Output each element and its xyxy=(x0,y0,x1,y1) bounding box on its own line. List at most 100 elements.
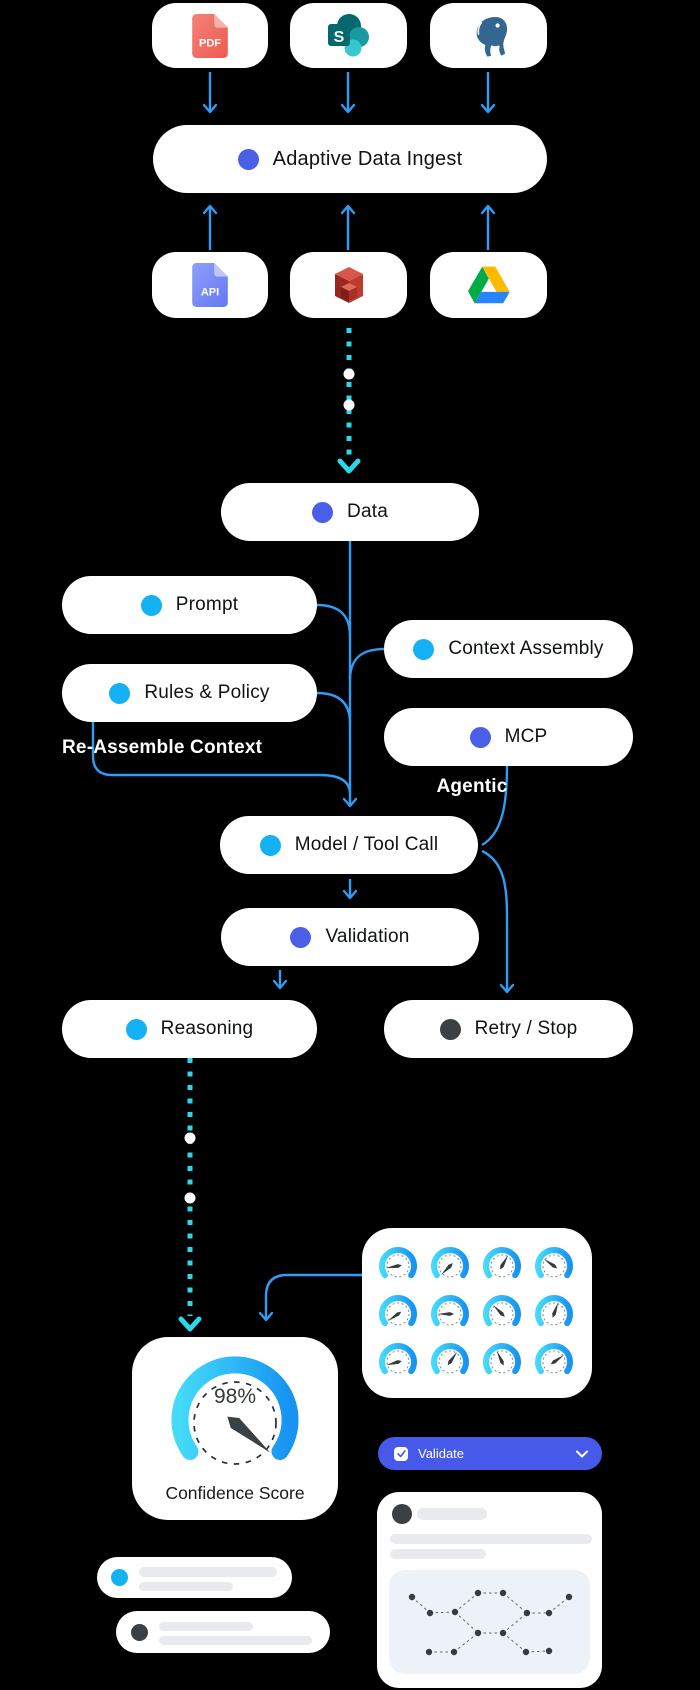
node-label: Adaptive Data Ingest xyxy=(272,147,463,170)
source-card-redshift xyxy=(290,252,407,318)
svg-text:S: S xyxy=(333,29,344,46)
svg-text:API: API xyxy=(201,286,219,298)
report-card xyxy=(377,1492,602,1688)
node-dot xyxy=(290,926,312,948)
mini-gauge xyxy=(431,1295,469,1327)
list-item xyxy=(116,1611,330,1653)
node-data: Data xyxy=(221,483,479,541)
redshift-icon xyxy=(334,267,363,303)
network-graph xyxy=(408,1589,573,1656)
list-item xyxy=(97,1557,292,1598)
node-dot xyxy=(237,148,259,170)
node-prompt: Prompt xyxy=(62,576,317,634)
flow-particle xyxy=(343,399,355,411)
sharepoint-icon: S xyxy=(327,13,369,56)
source-card-sharepoint: S xyxy=(290,3,407,68)
node-model-tool-call: Model / Tool Call xyxy=(220,816,478,874)
list-item-dot xyxy=(131,1624,148,1641)
node-dot xyxy=(439,1018,461,1040)
flow-particle xyxy=(184,1192,196,1204)
mini-gauge xyxy=(483,1343,521,1375)
node-context-assembly: Context Assembly xyxy=(384,620,633,678)
node-reasoning: Reasoning xyxy=(62,1000,317,1058)
node-label: Model / Tool Call xyxy=(294,834,439,855)
mini-gauge xyxy=(431,1247,469,1279)
validate-button[interactable]: Validate xyxy=(378,1437,602,1470)
node-label: Validation xyxy=(325,926,410,947)
mini-gauge xyxy=(379,1295,417,1327)
gauge-needle xyxy=(227,1416,271,1453)
node-label: Rules & Policy xyxy=(144,682,270,703)
confidence-value: 98% xyxy=(214,1385,256,1408)
placeholder-bar xyxy=(417,1508,487,1520)
placeholder-bar xyxy=(390,1534,592,1544)
google-drive-icon xyxy=(467,266,510,304)
confidence-gauge: 98% xyxy=(171,1356,299,1465)
node-label: Data xyxy=(347,501,388,522)
node-rules-policy: Rules & Policy xyxy=(62,664,317,722)
node-label: MCP xyxy=(504,726,548,747)
gauge-arc xyxy=(171,1356,299,1460)
mini-gauge xyxy=(379,1247,417,1279)
dotted-arrowhead xyxy=(178,1316,202,1332)
mini-gauge xyxy=(535,1295,573,1327)
line-agentic-to-retry xyxy=(481,849,515,994)
node-label: Reasoning xyxy=(160,1018,254,1039)
node-dot xyxy=(413,638,435,660)
confidence-score-card: 98% Confidence Score xyxy=(132,1337,338,1520)
curve-prompt-to-trunk xyxy=(316,603,352,637)
svg-text:PDF: PDF xyxy=(199,37,221,49)
dotted-arrowhead xyxy=(337,458,361,474)
gauge-grid-card xyxy=(362,1228,592,1398)
elbow-gauges-to-confidence xyxy=(258,1273,362,1322)
mini-gauge xyxy=(483,1247,521,1279)
node-dot xyxy=(140,594,162,616)
source-card-postgresql xyxy=(430,3,547,68)
curve-mcp-to-model xyxy=(481,765,509,847)
node-dot xyxy=(312,501,334,523)
node-label: Context Assembly xyxy=(448,638,604,659)
avatar xyxy=(392,1504,412,1524)
node-validation: Validation xyxy=(221,908,479,966)
source-card-google-drive xyxy=(430,252,547,318)
flow-particle xyxy=(184,1132,196,1144)
confidence-label: Confidence Score xyxy=(165,1483,305,1503)
mini-gauge xyxy=(535,1343,573,1375)
chevron-down-icon xyxy=(576,1450,588,1458)
mini-gauge xyxy=(483,1295,521,1327)
node-dot xyxy=(125,1018,147,1040)
gauge-grid xyxy=(372,1241,580,1385)
node-dot xyxy=(259,834,281,856)
mini-gauge xyxy=(379,1343,417,1375)
gauge-dashed-ring xyxy=(193,1381,277,1465)
loop-re-assemble-context xyxy=(91,722,352,795)
placeholder-bar xyxy=(139,1582,233,1591)
network-graph-panel xyxy=(389,1570,590,1674)
node-adaptive-data-ingest: Adaptive Data Ingest xyxy=(153,125,547,193)
checkbox-icon xyxy=(394,1446,408,1461)
placeholder-bar xyxy=(159,1636,312,1645)
node-retry-stop: Retry / Stop xyxy=(384,1000,633,1058)
source-card-api: API xyxy=(152,252,268,318)
mini-gauge xyxy=(535,1247,573,1279)
mini-gauge xyxy=(431,1343,469,1375)
label-agentic: Agentic xyxy=(436,776,508,797)
node-label: Prompt xyxy=(175,594,239,615)
source-card-pdf: PDF xyxy=(152,3,268,68)
curve-rules-policy-to-trunk xyxy=(316,691,352,724)
node-dot xyxy=(109,682,131,704)
placeholder-bar xyxy=(390,1549,486,1559)
node-label: Retry / Stop xyxy=(474,1018,578,1039)
node-mcp: MCP xyxy=(384,708,633,766)
list-item-dot xyxy=(111,1569,128,1586)
placeholder-bar xyxy=(139,1567,277,1577)
label-re-assemble-context: Re-Assemble Context xyxy=(62,737,263,758)
curve-context-assembly-to-trunk xyxy=(348,647,385,681)
placeholder-bar xyxy=(159,1622,253,1631)
api-file-icon: API xyxy=(192,263,228,307)
postgresql-icon xyxy=(474,14,509,59)
node-dot xyxy=(469,726,491,748)
flow-particle xyxy=(343,368,355,380)
